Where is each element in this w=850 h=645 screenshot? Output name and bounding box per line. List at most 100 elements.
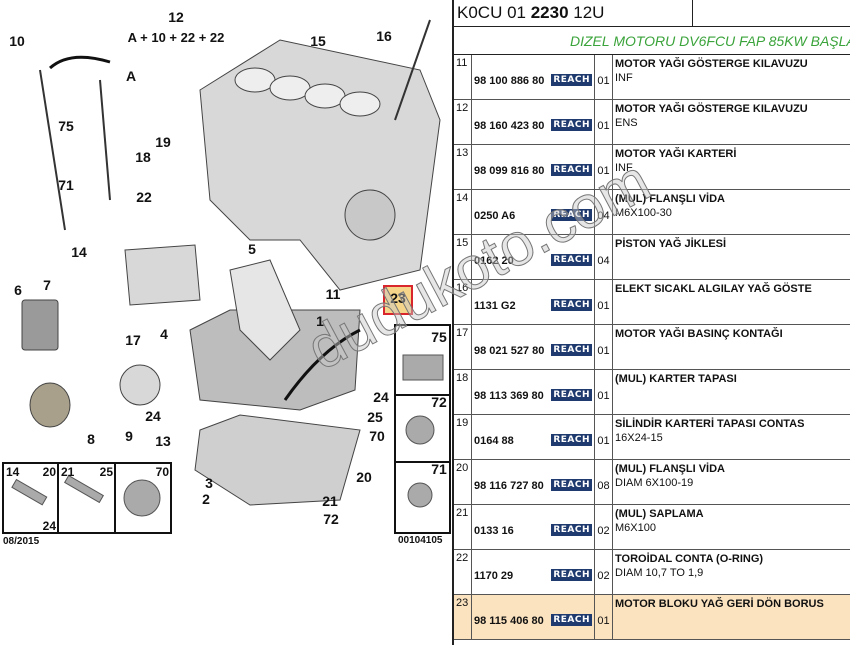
table-header: K0CU 01 2230 12U xyxy=(454,0,850,27)
part-number[interactable]: 98 160 423 80 xyxy=(474,120,545,132)
quantity: 02 xyxy=(595,505,613,549)
quantity: 04 xyxy=(595,235,613,279)
callout-75: 75 xyxy=(58,118,74,134)
diagram-reference: 00104105 xyxy=(398,535,443,546)
row-number: 22 xyxy=(454,550,472,594)
table-row[interactable]: 19 0164 88 REACH 01 SİLİNDİR KARTERİ TAPA… xyxy=(454,415,850,460)
part-number[interactable]: 98 021 527 80 xyxy=(474,345,545,357)
legend-label-14: 14 xyxy=(6,465,20,479)
row-number: 17 xyxy=(454,325,472,369)
callout-15: 15 xyxy=(310,33,326,49)
reach-badge: REACH xyxy=(551,299,592,311)
legend-label-70: 70 xyxy=(156,465,170,479)
callout-4: 4 xyxy=(160,326,168,342)
part-number[interactable]: 98 113 369 80 xyxy=(474,390,544,402)
callout-70: 70 xyxy=(369,428,385,444)
catalog-code: K0CU 01 2230 12U xyxy=(454,0,693,26)
quantity: 01 xyxy=(595,280,613,324)
reach-badge: REACH xyxy=(551,434,592,446)
legend-label-20: 20 xyxy=(43,465,57,479)
description: ELEKT SICAKL ALGILAY YAĞ GÖSTE xyxy=(615,283,812,295)
reach-badge: REACH xyxy=(551,524,592,536)
engine-title: DIZEL MOTORU DV6FCU FAP 85KW BAŞLAN xyxy=(454,27,850,55)
legend-label-21: 21 xyxy=(61,465,75,479)
legend-label-24: 24 xyxy=(43,519,57,533)
callout-72: 72 xyxy=(431,394,447,410)
part-number[interactable]: 98 099 816 80 xyxy=(474,165,545,177)
quantity: 08 xyxy=(595,460,613,504)
callout-22: 22 xyxy=(136,189,152,205)
quantity: 01 xyxy=(595,595,613,639)
row-number: 19 xyxy=(454,415,472,459)
row-number: 23 xyxy=(454,595,472,639)
quantity: 01 xyxy=(595,415,613,459)
description-note: DIAM 10,7 TO 1,9 xyxy=(615,567,704,579)
description-cell: ELEKT SICAKL ALGILAY YAĞ GÖSTE xyxy=(613,280,850,324)
reach-badge: REACH xyxy=(551,614,592,626)
table-row[interactable]: 23 98 115 406 80 REACH 01 MOTOR BLOKU YAĞ… xyxy=(454,595,850,640)
part-number-cell: 98 099 816 80 REACH xyxy=(472,145,595,189)
part-number[interactable]: 1170 29 xyxy=(474,570,514,582)
quantity: 01 xyxy=(595,370,613,414)
part-number[interactable]: 98 100 886 80 xyxy=(474,75,545,87)
callout-23[interactable]: 23 xyxy=(390,290,406,306)
description-note: M6X100-30 xyxy=(615,207,672,219)
callout-17: 17 xyxy=(125,332,141,348)
callout-5: 5 xyxy=(248,241,256,257)
part-number[interactable]: 0164 88 xyxy=(474,435,514,447)
callout-7: 7 xyxy=(43,277,51,293)
reach-badge: REACH xyxy=(551,119,592,131)
description-note: M6X100 xyxy=(615,522,656,534)
description: MOTOR YAĞI KARTERİ xyxy=(615,148,737,160)
description: MOTOR BLOKU YAĞ GERİ DÖN BORUS xyxy=(615,598,824,610)
description: MOTOR YAĞI GÖSTERGE KILAVUZU xyxy=(615,103,808,115)
description-note: DIAM 6X100-19 xyxy=(615,477,694,489)
part-number[interactable]: 1131 G2 xyxy=(474,300,516,312)
callout-14: 14 xyxy=(71,244,87,260)
part-number-cell: 1131 G2 REACH xyxy=(472,280,595,324)
part-number[interactable]: 0162 20 xyxy=(474,255,514,267)
part-number[interactable]: 98 116 727 80 xyxy=(474,480,544,492)
part-number[interactable]: 98 115 406 80 xyxy=(474,615,544,627)
callout-10: 10 xyxy=(9,33,25,49)
part-number[interactable]: 0133 16 xyxy=(474,525,514,537)
highlight-box-23[interactable] xyxy=(383,285,413,315)
description: (MUL) KARTER TAPASI xyxy=(615,373,737,385)
reach-badge: REACH xyxy=(551,389,592,401)
reach-badge: REACH xyxy=(551,164,592,176)
legend-boxes xyxy=(2,324,451,534)
legend-label-25: 25 xyxy=(100,465,114,479)
description-note: INF xyxy=(615,72,633,84)
part-number[interactable]: 0250 A6 xyxy=(474,210,516,222)
row-number: 13 xyxy=(454,145,472,189)
callout-20: 20 xyxy=(356,469,372,485)
callout-11: 11 xyxy=(326,286,341,302)
description-note: 16X24-15 xyxy=(615,432,663,444)
part-number-cell: 98 115 406 80 REACH xyxy=(472,595,595,639)
part-number-cell: 98 160 423 80 REACH xyxy=(472,100,595,144)
row-number: 21 xyxy=(454,505,472,549)
callout-13: 13 xyxy=(155,433,171,449)
description-cell: (MUL) KARTER TAPASI xyxy=(613,370,850,414)
engine-block-drawing xyxy=(21,19,441,506)
callout-12: 12 xyxy=(168,9,184,25)
